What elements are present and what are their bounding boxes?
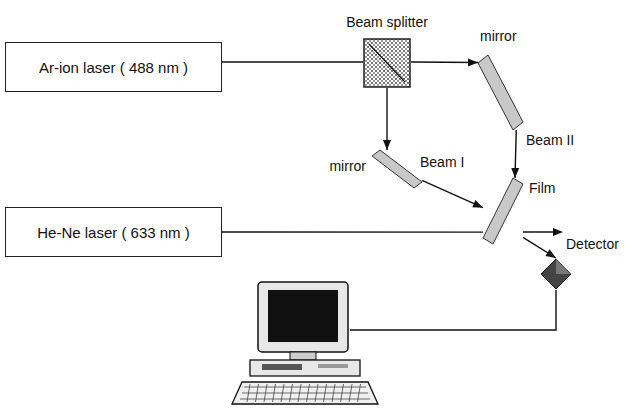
computer-icon — [232, 282, 378, 404]
detector: Detector — [540, 258, 572, 290]
mirror: mirror — [478, 55, 523, 130]
part-label: Detector — [566, 236, 619, 252]
laser-beam — [383, 88, 391, 150]
beam-splitter: Beam splitter — [363, 38, 411, 88]
beam-label: Beam I — [418, 154, 466, 170]
transmitted-beam — [523, 231, 556, 232]
laser-beam — [523, 237, 556, 258]
laser-label: Ar-ion laser ( 488 nm ) — [39, 59, 188, 76]
signal-cable — [350, 290, 556, 330]
film-shape — [483, 178, 523, 244]
laser-beam — [411, 58, 478, 66]
laser-box: Ar-ion laser ( 488 nm ) — [5, 42, 222, 92]
beam-label: Beam II — [524, 132, 576, 148]
laser-beam — [222, 232, 483, 233]
laser-beam — [511, 130, 519, 178]
mirror-shape — [372, 150, 422, 188]
arrow-head — [553, 228, 563, 236]
detector-shape — [540, 258, 572, 290]
beam-splitter-shape — [363, 38, 411, 88]
laser-box: He-Ne laser ( 633 nm ) — [5, 207, 222, 257]
film: Film — [483, 178, 523, 244]
laser-beam — [222, 62, 363, 63]
part-label: Film — [529, 180, 555, 196]
laser-beam — [422, 180, 483, 207]
mirror: mirror — [372, 150, 422, 188]
part-label: Beam splitter — [346, 14, 428, 30]
laser-label: He-Ne laser ( 633 nm ) — [37, 224, 190, 241]
part-label: mirror — [329, 158, 366, 174]
part-label: mirror — [480, 28, 517, 44]
mirror-shape — [478, 55, 523, 130]
